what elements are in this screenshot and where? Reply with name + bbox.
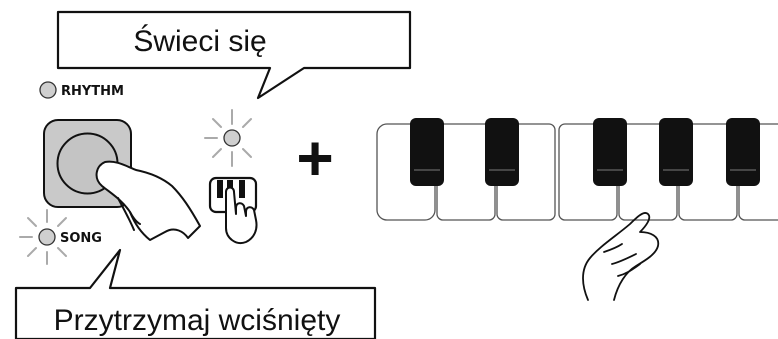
plus-sign: + [296,122,333,194]
song-blink-rays [19,209,67,265]
song-lamp [38,228,56,246]
top-callout-text: Świeci się [133,24,266,58]
rhythm-lamp [39,81,57,99]
bottom-callout-text: Przytrzymaj wciśnięty [54,304,341,337]
blinking-lamp [204,109,252,167]
black-key [726,118,760,186]
black-key [593,118,627,186]
finger-press-icon [208,176,258,244]
rhythm-indicator: RHYTHM [39,81,124,99]
black-key [659,118,693,186]
black-key [485,118,519,186]
hand-pressing-button-icon [95,160,201,241]
song-indicator: SONG [19,209,102,265]
piano-keyboard [376,118,778,221]
bottom-callout: Przytrzymaj wciśnięty [14,248,377,339]
hand-pressing-key-icon [582,212,660,301]
black-key [410,118,444,186]
rhythm-label: RHYTHM [61,84,124,99]
top-callout: Świeci się [56,10,412,100]
song-label: SONG [60,231,102,246]
